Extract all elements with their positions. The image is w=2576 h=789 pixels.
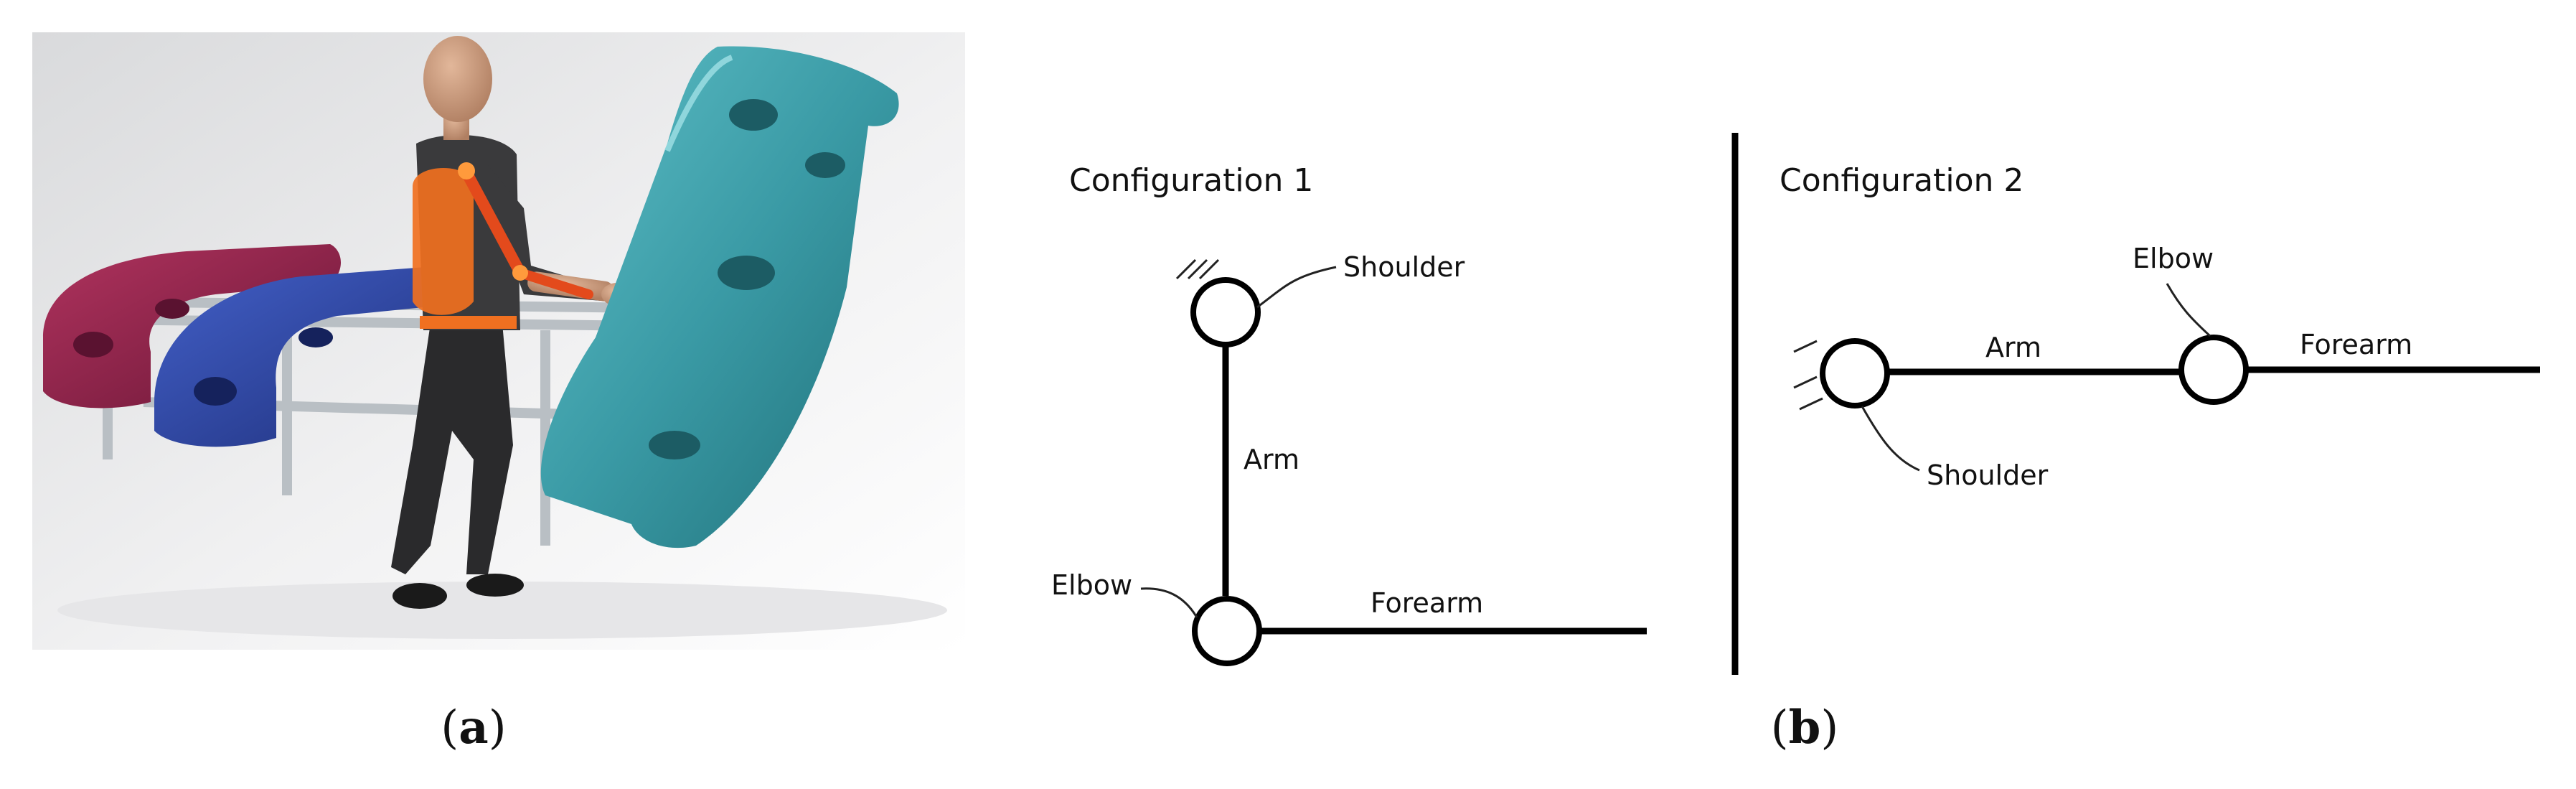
- config1-elbow-joint: [1192, 596, 1262, 666]
- worker-head: [423, 36, 492, 122]
- config1-forearm-label: Forearm: [1371, 587, 1483, 619]
- teal-bumper-vent: [729, 99, 778, 131]
- config2-shoulder-hatch: [1793, 340, 1823, 411]
- panel-a-illustration: [32, 32, 965, 650]
- exoskeleton-belt: [420, 316, 517, 329]
- config1-elbow-leader: [1140, 587, 1198, 618]
- exoskeleton-shoulder-joint: [458, 162, 475, 179]
- teal-bumper-vent: [718, 256, 775, 290]
- teal-bumper-vent: [805, 152, 845, 178]
- floor-shadow: [57, 582, 947, 639]
- red-bumper-vent: [73, 332, 113, 358]
- config2-title: Configuration 2: [1780, 162, 2023, 199]
- config1-shoulder-leader: [1256, 266, 1337, 309]
- config1-arm-label: Arm: [1244, 444, 1299, 475]
- configuration-1-diagram: Configuration 1 Shoulder Arm Elbow Forea…: [1051, 162, 1647, 666]
- exoskeleton-arm-link: [461, 167, 526, 279]
- worker-shoe: [392, 583, 447, 609]
- red-bumper-vent: [155, 299, 189, 319]
- config2-elbow-label: Elbow: [2133, 243, 2214, 274]
- exoskeleton-forearm-link: [515, 268, 593, 299]
- configuration-2-diagram: Configuration 2 Elbow Arm Forearm Should…: [1780, 162, 2540, 491]
- exoskeleton: [413, 162, 593, 329]
- config2-shoulder-leader: [1861, 406, 1920, 472]
- exoskeleton-back-frame: [413, 167, 474, 315]
- worker-legs: [391, 323, 513, 574]
- config1-title: Configuration 1: [1069, 162, 1313, 199]
- caption-a: (a): [441, 701, 506, 755]
- worker-shoe: [466, 574, 524, 597]
- config1-shoulder-label: Shoulder: [1343, 251, 1465, 283]
- exoskeleton-elbow-joint: [512, 265, 528, 281]
- config2-arm-label: Arm: [1985, 332, 2041, 363]
- teal-bumper-vent: [649, 431, 700, 459]
- config2-shoulder-label: Shoulder: [1927, 459, 2049, 491]
- config2-elbow-leader: [2166, 283, 2211, 337]
- caption-b: (b): [1771, 701, 1839, 755]
- teal-bumper-rim: [664, 55, 733, 152]
- config2-elbow-joint: [2178, 335, 2249, 405]
- blue-bumper-vent: [194, 377, 237, 406]
- config1-shoulder-joint: [1190, 277, 1261, 347]
- config1-shoulder-hatch: [1175, 258, 1220, 280]
- config1-elbow-label: Elbow: [1051, 569, 1132, 601]
- config2-forearm-label: Forearm: [2300, 329, 2412, 360]
- config2-shoulder-joint: [1820, 338, 1890, 408]
- blue-bumper-vent: [299, 327, 333, 347]
